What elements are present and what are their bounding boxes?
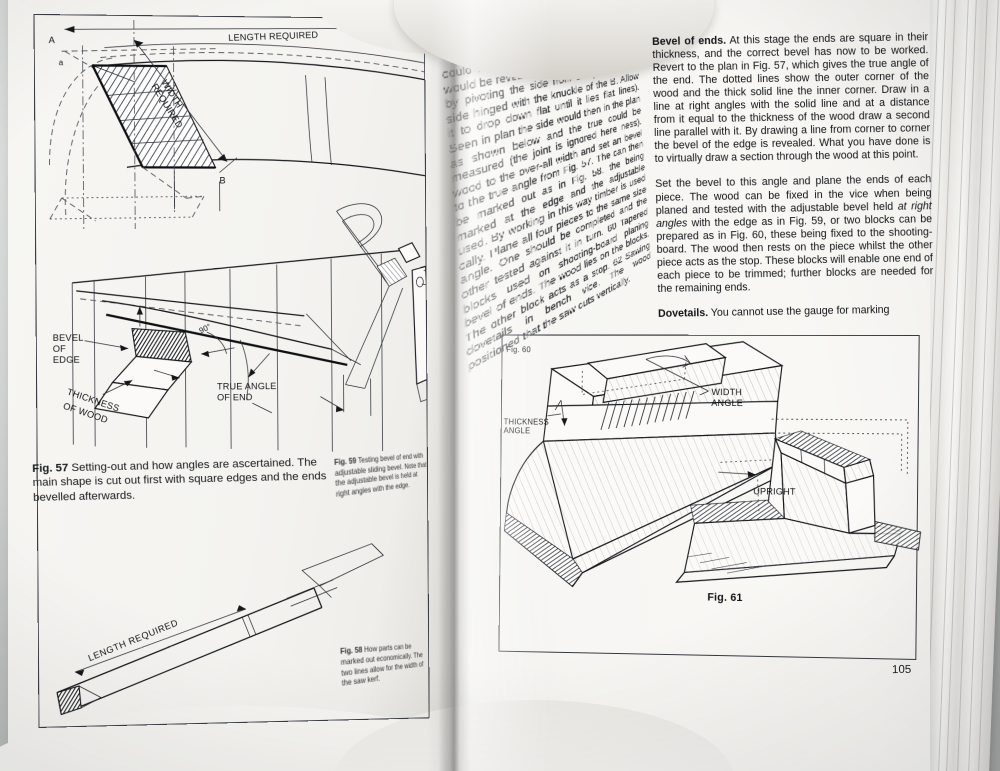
left-page-figure-frame: A a B LENGTH REQUIRED WIDTH REQUIRED BEV… [33, 13, 430, 728]
body-set-bevel-pre: Set the bevel to this angle and plane th… [655, 173, 932, 217]
heading-dovetails: Dovetails. [657, 306, 709, 320]
fig59-caption-number: Fig. 59 [334, 456, 357, 467]
fig57-label-true-angle-line1: TRUE ANGLE [216, 381, 277, 392]
fig57-label-true-angle-line2: OF END [217, 392, 253, 403]
fig57-label-B: B [219, 175, 226, 186]
fig57-label-bevel-line3: EDGE [52, 354, 80, 365]
fig61-caption-number: Fig. 61 [707, 591, 743, 605]
body-bevel-of-ends: At this stage the ends are square in the… [652, 31, 931, 166]
fig61-label-thickness-line2: ANGLE [503, 426, 531, 436]
book-gutter-shadow [428, 0, 470, 771]
page-number: 105 [891, 663, 912, 677]
paragraph-dovetails: Dovetails. You cannot use the gauge for … [658, 303, 934, 321]
right-page-figure-frame: Fig. 60 THICKNESS ANGLE WIDTH ANGLE UPRI… [498, 334, 920, 661]
body-dovetails: You cannot use the gauge for marking [707, 303, 890, 319]
paragraph-set-the-bevel: Set the bevel to this angle and plane th… [655, 174, 934, 296]
fig57-caption-number: Fig. 57 [32, 462, 69, 475]
fig61-drawing [499, 336, 920, 661]
right-page-text-column: Bevel of ends. At this stage the ends ar… [652, 31, 934, 333]
fig57-label-bevel-line2: OF [52, 343, 67, 354]
fig61-label-width-line2: ANGLE [711, 398, 744, 409]
fig57-label-a-lower: a [58, 58, 64, 68]
fig57-caption-text: Setting-out and how angles are ascertain… [32, 456, 327, 504]
fig57-label-bevel-line1: BEVEL [52, 332, 84, 343]
fig61-label-width-line1: WIDTH [711, 387, 743, 398]
left-page-sheet [8, 0, 478, 771]
fig60-corner-label: Fig. 60 [506, 345, 531, 355]
fig57-label-A: A [48, 35, 56, 46]
fig61-label-upright: UPRIGHT [753, 486, 796, 497]
body-set-bevel-post: with the edge as in Fig. 59, or two bloc… [656, 212, 934, 295]
fig57-caption: Fig. 57 Setting-out and how angles are a… [32, 455, 333, 505]
left-page-figure-area: A a B LENGTH REQUIRED WIDTH REQUIRED BEV… [35, 15, 429, 727]
paragraph-bevel-of-ends: Bevel of ends. At this stage the ends ar… [652, 31, 931, 166]
heading-bevel-of-ends: Bevel of ends. [652, 34, 727, 48]
fig57-58-59-drawing [35, 15, 429, 727]
